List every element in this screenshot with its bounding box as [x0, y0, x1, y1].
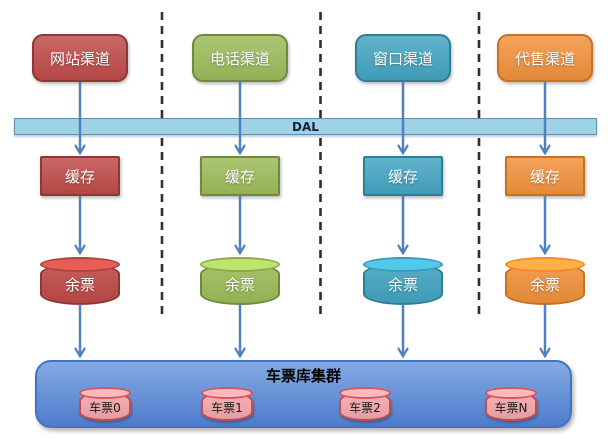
cylinder-top [363, 257, 443, 272]
dal-label: DAL [292, 119, 319, 134]
cache-label: 缓存 [224, 167, 255, 186]
cache-box-website: 缓存 [40, 156, 120, 196]
tickets-label: 余票 [224, 276, 255, 294]
cylinder-top [485, 387, 537, 399]
channel-box-phone: 电话渠道 [192, 34, 288, 82]
channel-label: 电话渠道 [209, 49, 270, 68]
channel-box-window: 窗口渠道 [355, 34, 451, 82]
ticket-db-label: 车票1 [211, 401, 243, 415]
tickets-db-cylinder-phone: 余票 [200, 257, 280, 305]
tickets-label: 余票 [529, 276, 560, 294]
channel-box-website: 网站渠道 [32, 34, 128, 82]
tickets-label: 余票 [64, 276, 95, 294]
ticket-db-label: 车票2 [349, 401, 381, 415]
cache-box-phone: 缓存 [200, 156, 280, 196]
tickets-db-cylinder-agency: 余票 [505, 257, 585, 305]
cache-label: 缓存 [387, 167, 418, 186]
channel-label: 代售渠道 [514, 49, 575, 68]
cylinder-top [339, 387, 391, 399]
cylinder-top [201, 387, 253, 399]
tickets-db-cylinder-website: 余票 [40, 257, 120, 305]
cache-label: 缓存 [529, 167, 560, 186]
cluster-title: 车票库集群 [265, 367, 341, 385]
cylinder-top [40, 257, 120, 272]
cylinder-top [79, 387, 131, 399]
ticket-db-n-cylinder: 车票N [485, 387, 537, 421]
cylinder-top [505, 257, 585, 272]
cache-box-window: 缓存 [363, 156, 443, 196]
tickets-label: 余票 [387, 276, 418, 294]
channel-label: 网站渠道 [49, 49, 110, 68]
dal-bar: DAL [14, 118, 597, 135]
tickets-db-cylinder-window: 余票 [363, 257, 443, 305]
cache-box-agency: 缓存 [505, 156, 585, 196]
ticket-db-1-cylinder: 车票1 [201, 387, 253, 421]
channel-label: 窗口渠道 [372, 49, 433, 68]
channel-box-agency: 代售渠道 [497, 34, 593, 82]
ticket-db-label: 车票0 [89, 401, 121, 415]
cache-label: 缓存 [64, 167, 95, 186]
ticket-db-0-cylinder: 车票0 [79, 387, 131, 421]
ticket-db-2-cylinder: 车票2 [339, 387, 391, 421]
ticket-db-label: 车票N [494, 401, 528, 415]
cylinder-top [200, 257, 280, 272]
